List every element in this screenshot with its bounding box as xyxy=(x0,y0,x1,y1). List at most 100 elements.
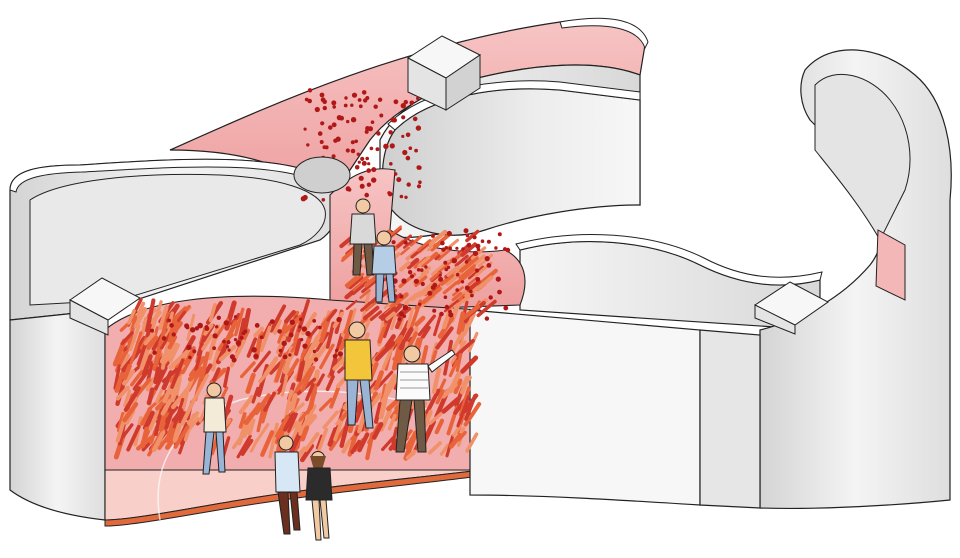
rod xyxy=(240,438,254,456)
rod xyxy=(297,367,313,390)
rod xyxy=(352,282,363,292)
rod xyxy=(206,324,221,361)
rod xyxy=(391,334,404,371)
rod xyxy=(238,412,247,429)
rod xyxy=(406,257,420,270)
rod xyxy=(251,386,260,404)
red-dot xyxy=(331,100,337,106)
rod xyxy=(180,397,196,426)
red-dot xyxy=(304,97,309,102)
rod xyxy=(170,387,190,410)
rod xyxy=(268,422,279,459)
rod xyxy=(325,374,335,392)
red-dot xyxy=(466,242,472,248)
rod xyxy=(429,271,441,282)
right-middle-wall xyxy=(515,234,823,331)
rod xyxy=(161,370,174,391)
red-dot xyxy=(373,104,378,109)
red-dot xyxy=(486,263,492,268)
red-dot xyxy=(277,329,282,334)
rod xyxy=(327,426,338,447)
red-dot xyxy=(443,295,448,300)
rod xyxy=(181,350,196,375)
rod xyxy=(326,308,338,322)
red-dot xyxy=(223,320,229,326)
right-middle-wall-top xyxy=(515,234,823,286)
rod xyxy=(365,300,379,312)
rod xyxy=(289,393,298,412)
red-dot xyxy=(251,347,257,353)
red-dot xyxy=(401,115,406,120)
rod xyxy=(455,338,475,357)
rod xyxy=(193,373,210,401)
rod xyxy=(275,414,290,439)
rod xyxy=(296,360,306,382)
rod xyxy=(404,431,418,450)
red-dot xyxy=(350,148,356,154)
rod xyxy=(409,235,423,247)
rod xyxy=(460,355,479,374)
rod xyxy=(128,324,141,352)
rod xyxy=(453,378,463,395)
rod xyxy=(462,304,481,320)
red-dot xyxy=(354,165,360,170)
rod xyxy=(142,410,155,431)
red-dot xyxy=(331,154,336,159)
rod xyxy=(455,293,467,303)
red-dot xyxy=(302,194,308,201)
red-dot xyxy=(336,115,342,121)
red-dot xyxy=(406,182,411,187)
rod xyxy=(154,366,168,391)
rod xyxy=(247,418,256,436)
red-dot xyxy=(370,120,375,124)
rod xyxy=(303,334,321,362)
rod xyxy=(126,424,141,452)
rod xyxy=(428,412,443,425)
rod xyxy=(467,265,485,280)
red-dot xyxy=(346,119,350,124)
front-left-outer-wall xyxy=(9,309,106,521)
rod xyxy=(298,413,318,436)
rod xyxy=(150,300,163,331)
rod xyxy=(319,343,335,370)
rod xyxy=(343,309,354,335)
rod xyxy=(187,366,204,382)
rod xyxy=(153,408,164,437)
rod xyxy=(263,391,276,412)
rod xyxy=(122,363,132,381)
red-dot xyxy=(212,333,218,339)
hanging-rod-installation xyxy=(112,225,498,463)
rod xyxy=(391,426,398,445)
red-dot xyxy=(391,240,396,245)
rod xyxy=(162,342,179,364)
rod xyxy=(427,229,448,247)
red-dot xyxy=(288,332,294,338)
rod xyxy=(383,301,393,310)
red-dot xyxy=(197,322,203,329)
red-dot xyxy=(390,117,396,123)
red-dot xyxy=(443,260,448,265)
rod xyxy=(420,345,429,368)
rod xyxy=(225,320,238,342)
red-dot xyxy=(369,146,374,151)
rod xyxy=(165,417,176,443)
rod xyxy=(464,394,477,421)
rod xyxy=(231,432,245,450)
red-dot xyxy=(152,350,157,355)
red-dot xyxy=(303,127,307,131)
rod xyxy=(414,315,426,327)
rod xyxy=(453,300,463,310)
right-hook-pink-slice xyxy=(875,229,906,301)
rod xyxy=(245,372,256,394)
rod xyxy=(238,394,255,415)
red-dot xyxy=(343,103,348,108)
rod xyxy=(294,338,302,356)
rod xyxy=(369,310,383,321)
red-dot xyxy=(432,308,437,313)
red-dot xyxy=(416,268,421,272)
rod xyxy=(300,425,310,442)
rod xyxy=(153,366,161,385)
rod xyxy=(359,289,371,299)
red-dot xyxy=(358,104,363,109)
